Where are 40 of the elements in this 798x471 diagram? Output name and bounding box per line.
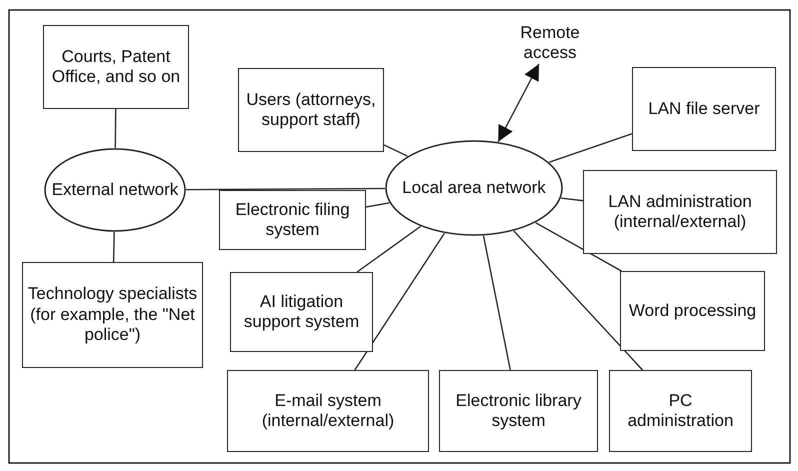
- connector-line: [114, 109, 116, 148]
- node-label: E-mail system (internal/external): [260, 390, 396, 432]
- node-label: Electronic library system: [454, 390, 582, 432]
- node-label: Word processing: [628, 300, 758, 322]
- node-label: PC administration: [626, 390, 734, 432]
- process-box: [632, 67, 776, 151]
- process-box: [230, 272, 373, 352]
- process-box: [583, 170, 777, 254]
- connector-line: [366, 202, 390, 208]
- network-ellipse: [44, 148, 186, 232]
- process-box: [439, 370, 598, 452]
- node-label: LAN file server: [647, 98, 761, 120]
- double-arrow: [498, 64, 540, 142]
- process-box: [43, 25, 189, 109]
- process-box: [620, 271, 765, 351]
- connector-line: [548, 133, 632, 163]
- connector-line: [186, 188, 385, 190]
- connector-line: [513, 230, 643, 370]
- process-box: [219, 190, 366, 250]
- process-box: [22, 262, 203, 368]
- network-ellipse: [385, 140, 563, 236]
- connector-line: [482, 236, 511, 370]
- connector-line: [384, 144, 408, 157]
- process-box: [609, 370, 752, 452]
- endpoint-label: Remote access: [519, 22, 581, 64]
- process-box: [238, 68, 384, 152]
- node-label: Courts, Patent Office, and so on: [50, 46, 182, 88]
- node-label: Electronic filing system: [234, 200, 351, 240]
- node-label: Users (attorneys, support staff): [245, 90, 377, 130]
- node-label: AI litigation support system: [242, 292, 360, 332]
- connector-line: [112, 232, 115, 262]
- connector-line: [560, 197, 584, 202]
- node-label: Technology specialists (for example, the "Net police"): [26, 284, 198, 346]
- connector-line: [535, 222, 622, 272]
- connector-line: [356, 226, 421, 273]
- connector-line: [354, 232, 445, 370]
- node-label: External network: [50, 180, 180, 200]
- node-label: Local area network: [401, 178, 547, 198]
- process-box: [227, 370, 429, 452]
- node-label: LAN administration (internal/external): [607, 192, 753, 232]
